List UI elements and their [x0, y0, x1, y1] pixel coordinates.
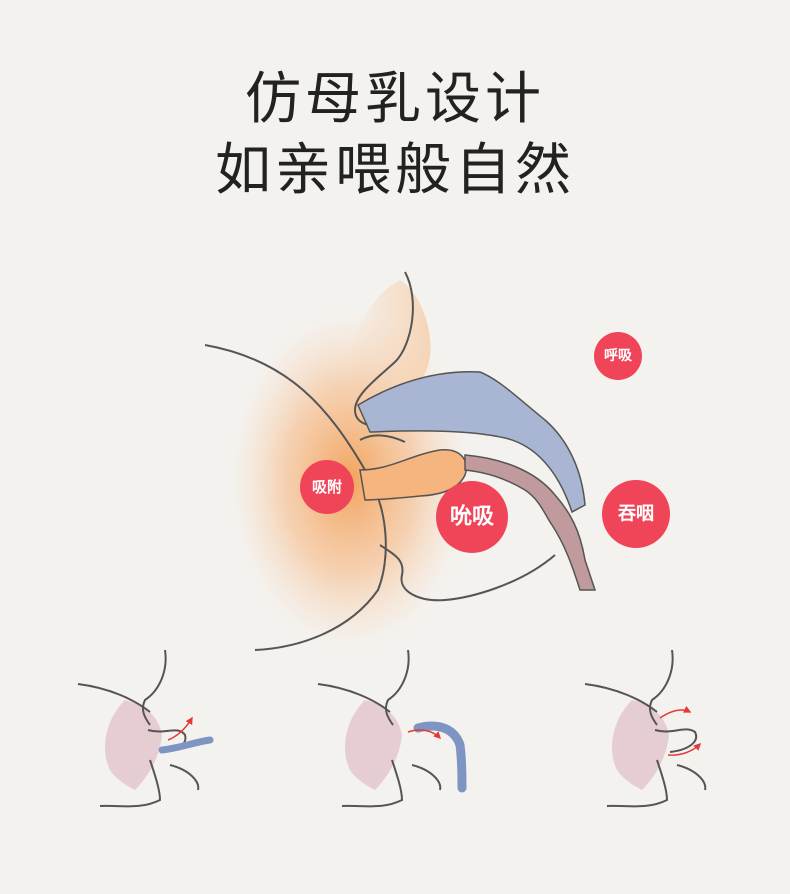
nose-line-2	[384, 649, 410, 726]
latching-label: 吸附	[312, 478, 342, 496]
breast-line-3	[584, 683, 658, 713]
throat-shape	[464, 454, 597, 591]
jaw-line-1	[169, 764, 200, 791]
arrow-icon-3a	[659, 705, 692, 719]
baby-upper-lip	[359, 434, 406, 443]
breast-pink-3	[612, 700, 669, 790]
breathing-badge: 呼吸	[594, 332, 642, 380]
sucking-badge: 吮吸	[436, 481, 508, 553]
arrow-icon-2	[407, 729, 442, 740]
step-diagram-sucking	[317, 649, 467, 808]
breast-line-1	[77, 683, 151, 713]
chin-line-3	[606, 759, 669, 808]
swallowing-badge: 吞咽	[602, 480, 670, 548]
latching-badge: 吸附	[300, 460, 354, 514]
milk-stream-2	[413, 721, 467, 793]
baby-nose-outline	[353, 271, 414, 428]
chin-line-2	[341, 759, 404, 808]
arrow-icon-3b	[667, 742, 702, 756]
step-diagram-latching	[77, 649, 214, 808]
chin-line-1	[99, 759, 162, 808]
sucking-label: 吮吸	[450, 504, 495, 530]
palate-shape	[357, 371, 586, 514]
jaw-line-3	[676, 764, 707, 791]
breast-pink-1	[105, 700, 162, 790]
nose-line-1	[141, 649, 167, 726]
breast-outline	[204, 344, 387, 651]
milk-stream-1	[158, 736, 214, 754]
breathing-label: 呼吸	[604, 347, 633, 364]
nose-glow	[347, 280, 431, 400]
nipple-shape	[359, 449, 468, 501]
arrow-icon-1	[167, 716, 193, 741]
breast-pink-2	[345, 700, 402, 790]
swallowing-label: 吞咽	[618, 504, 654, 525]
nipple-line-3	[654, 728, 698, 753]
headline-line-2: 如亲喂般自然	[215, 138, 575, 203]
nose-line-3	[648, 649, 674, 726]
jaw-line-2	[411, 764, 442, 791]
baby-chin-outline	[379, 544, 556, 602]
headline-line-1: 仿母乳设计	[245, 67, 545, 132]
step-diagram-swallowing	[584, 649, 707, 808]
main-diagram: 呼吸 吸附 吮吸 吞咽	[204, 271, 670, 651]
